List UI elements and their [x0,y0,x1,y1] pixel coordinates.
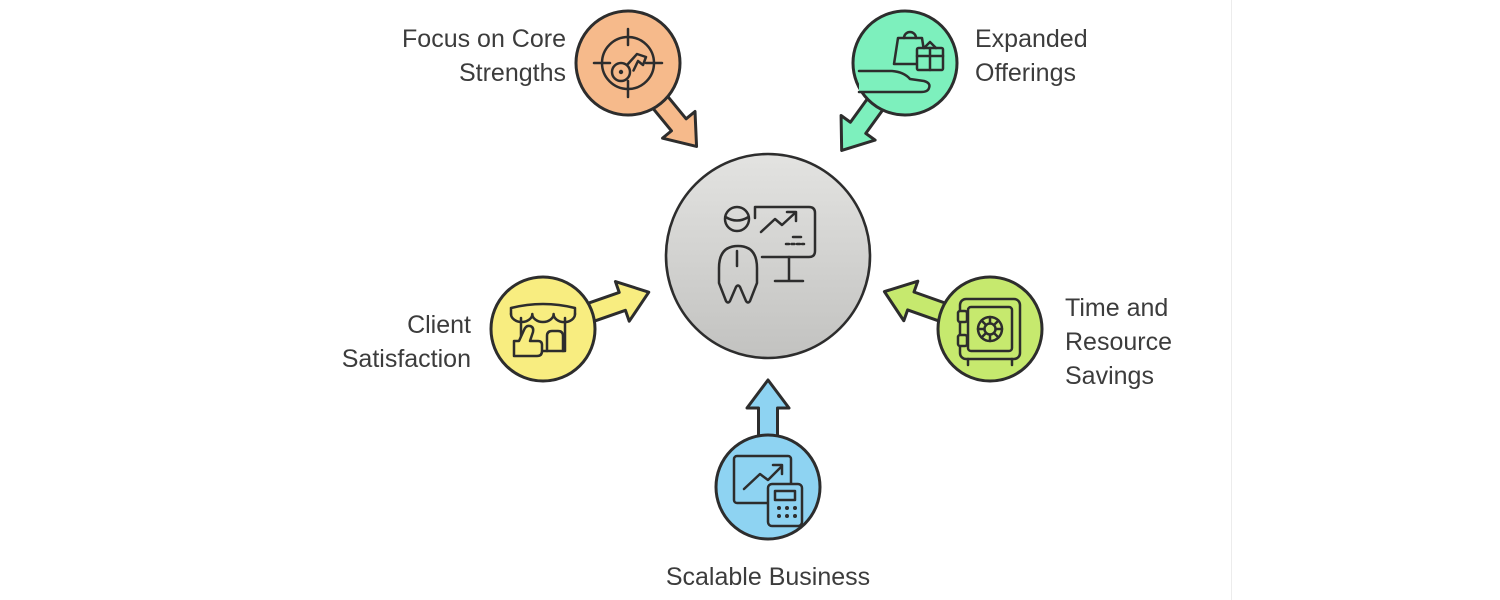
target-gauge-key-icon [592,27,664,99]
label-line: Savings [1065,362,1154,390]
label-scalable-business: Scalable Business [666,560,870,594]
calculator-keys [777,506,797,518]
time-savings-node [936,275,1044,383]
growth-chart-calculator-icon [732,454,804,528]
label-focus-core-strengths: Focus on Core Strengths [402,22,566,90]
right-divider-line [1231,0,1232,600]
client-satisfaction-node [489,275,597,383]
safe-vault-icon [956,297,1022,367]
storefront-thumbs-up-icon [509,302,577,358]
scalable-business-node [714,433,822,541]
label-line: Satisfaction [341,345,471,373]
center-node [664,152,872,360]
label-expanded-offerings: Expanded Offerings [975,22,1088,90]
hand-holding-bag-and-gift-icon [857,30,945,94]
label-line: Strengths [458,59,566,87]
label-line: Time and [1065,294,1169,322]
expanded-offerings-node [851,9,959,117]
label-line: Expanded [975,25,1088,53]
label-time-resource-savings: Time and Resource Savings [1065,291,1172,393]
label-line: Offerings [975,59,1076,87]
label-line: Scalable Business [665,563,871,591]
label-line: Focus on Core [402,25,566,53]
label-client-satisfaction: Client Satisfaction [342,308,471,376]
presenter-with-growth-chart-icon [717,205,817,304]
label-line: Resource [1065,328,1172,356]
label-line: Client [407,311,471,339]
focus-core-node [574,9,682,117]
